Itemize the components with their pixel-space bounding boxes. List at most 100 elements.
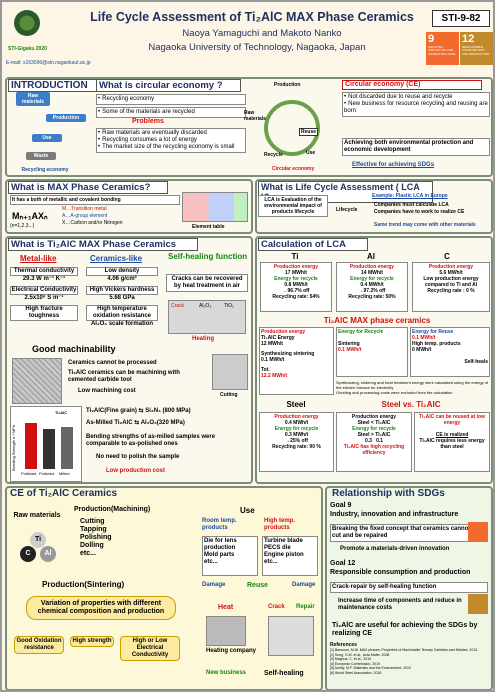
bend-chart: Bending Strength σ / MPa Ti₂AlC Polished…	[10, 406, 82, 482]
bend-cat-1: Polished	[39, 471, 55, 476]
max-bonding: It has a both of metallic and covalent b…	[10, 195, 180, 205]
micrograph	[12, 358, 62, 404]
cutting-image	[212, 354, 248, 390]
mach-items: Cutting Tapping Polishing Dolling etc...	[80, 518, 112, 557]
element-table-label: Element table	[192, 224, 225, 230]
mach-2: Ti₂AlC ceramics can be machining with ce…	[68, 370, 180, 383]
problems-list: Raw materials are eventually discarded R…	[96, 128, 246, 153]
vs-title: Steel vs. Ti₂AlC	[381, 400, 441, 409]
poster-id: STI-9-82	[432, 10, 490, 27]
new-business: New business	[206, 670, 247, 676]
problems-label: Problems	[132, 118, 164, 125]
mach-title: Good machinability	[32, 344, 116, 354]
fine-grain: Ti₂AlC(Fine grain) ⇆ Si₃N₄ (800 MPa)	[86, 408, 191, 414]
ti2alc-title: What is Ti₂AlC MAX Phase Ceramics	[8, 238, 198, 251]
lca-ex-2: Companies have to work to realize CE	[374, 209, 465, 215]
g9-2: Promote a materials-driven innovation	[340, 546, 450, 552]
sdg12-badge: 12 RESPONSIBLE CONSUMPTION AND PRODUCTIO…	[460, 32, 493, 65]
what-ce-title: What is circular economy ?	[96, 79, 241, 92]
page-title: Life Cycle Assessment of Ti₂AlC MAX Phas…	[90, 10, 414, 24]
heal-desc: Cracks can be recovered by heat treatmen…	[166, 274, 248, 292]
g12-2: Increase time of components and reduce i…	[338, 598, 462, 611]
self-heal-label: Self-healing	[264, 670, 304, 677]
ce-variation: Variation of properties with different c…	[26, 596, 176, 620]
ce-room: Room temp. products	[202, 518, 237, 531]
lca-ex-1: Companies must calculate LCA	[374, 202, 449, 208]
prop-2: High or Low Electrical Conductivity	[120, 636, 180, 661]
heating-co: Heating company	[206, 648, 257, 654]
goal12: Goal 12	[330, 560, 356, 567]
calc-notes: Synthesizing, sintering and heat treatme…	[336, 380, 489, 395]
element-table-graphic	[182, 192, 248, 222]
steel-title: Steel	[286, 400, 306, 409]
ce-sintering: Production(Sintering)	[42, 580, 125, 589]
ce-title: Circular economy (CE)	[342, 80, 482, 90]
recycling-diagram: Raw materials Production Use Waste Recyc…	[8, 92, 88, 176]
ce-high: High temp. products	[264, 518, 295, 531]
raw-circles: Ti C Al	[20, 532, 60, 564]
bend-cat-2: Milled	[59, 471, 70, 476]
bend-legend: Ti₂AlC	[55, 410, 68, 415]
ce-achieve: Achieving both environmental protection …	[342, 138, 490, 156]
calc-max-title: Ti₂AlC MAX phase ceramics	[323, 316, 431, 325]
calc-ti-card: Production energy 17 MWh/t Energy for re…	[260, 262, 332, 312]
sdg12-small	[468, 594, 488, 614]
metal-title: Metal-like	[20, 254, 57, 263]
authors: Naoya Yamaguchi and Makoto Nanko	[182, 28, 342, 39]
max-m: M…Transition metal	[62, 206, 107, 212]
ce-diagram: Production Raw materials Reuse Use Recyc…	[244, 80, 339, 175]
as-milled: As-Milled Ti₂AlC ⇆ Al₂O₃(320 MPa)	[86, 420, 185, 426]
sdgs-title: Relationship with SDGs	[332, 488, 445, 499]
lca-ex-3: Same trend may come with other materials	[374, 222, 476, 228]
crack-image	[268, 616, 314, 656]
max-a: A…A-group element	[62, 213, 108, 219]
cutting-label: Cutting	[220, 392, 238, 398]
bend-bar	[43, 429, 55, 469]
mach-3: Low machining cost	[78, 388, 136, 394]
mach-1: Ceramics cannot be processed	[68, 360, 157, 366]
bend-bars	[25, 423, 73, 469]
calc-title: Calculation of LCA	[258, 238, 368, 251]
bend-bar	[61, 427, 73, 469]
g9-1: Breaking the fixed concept that ceramics…	[330, 524, 488, 542]
reuse-label: Reuse	[247, 582, 269, 589]
calc-ti-name: Ti	[291, 252, 299, 261]
calc-recycle: Energy for Recycle Sintering 0.1 MWh/t	[336, 327, 408, 377]
calc-c-name: C	[444, 252, 450, 261]
refs-title: References	[330, 642, 357, 648]
calc-reuse: Energy for Reuse 0.1 MWh/t High temp. pr…	[410, 327, 490, 377]
calc-c-card: Production energy 5.6 MWh/t Low producti…	[412, 262, 490, 312]
damage-right: Damage	[292, 582, 316, 588]
heating-image	[206, 616, 246, 646]
bending: Bending strengths of as-milled samples w…	[86, 434, 216, 447]
heating-label: Heating	[192, 336, 215, 342]
repair-label: Repair	[296, 604, 315, 610]
ce-list: Not discarded due to reuse and recycle N…	[342, 92, 490, 117]
max-formula-n: (n=1,2,3...)	[10, 223, 35, 229]
lifecycle-label: Lifecycle	[336, 207, 358, 213]
ce-circle-arrows	[264, 100, 320, 156]
vs-right: Ti₂AlC can be reused at low energy CE is…	[414, 412, 490, 472]
ce-use: Use	[240, 506, 255, 515]
event-label: STI-Gigaku 2020	[8, 46, 47, 52]
prop-0: Good Oxidation resistance	[14, 636, 64, 654]
max-title: What is MAX Phase Ceramics?	[8, 181, 168, 194]
ce-effective: Effective for achieving SDGs	[352, 162, 435, 168]
bend-bar	[25, 423, 37, 469]
sdg9-small	[468, 522, 488, 542]
no-polish: No need to polish the sample	[96, 454, 180, 460]
ce-raw: Raw materials	[13, 512, 61, 519]
bend-ylabel: Bending Strength σ / MPa	[11, 424, 16, 471]
email: E-mail: s163096@stn.nagaokaut.ac.jp	[6, 60, 91, 66]
heal-title: Self-healing function	[168, 252, 248, 261]
lca-desc: LCA is Evaluation of the environmental i…	[258, 195, 328, 217]
logo	[14, 10, 40, 36]
goal9-desc: Industry, innovation and infrastructure	[330, 511, 459, 518]
ce-bullets: Recycling economy Some of the materials …	[96, 94, 246, 118]
high-items: Turbine blade PECS die Engine piston etc…	[262, 536, 318, 576]
ce-ti2alc-title: CE of Ti₂AlC Ceramics	[10, 488, 118, 499]
header: STI-Gigaku 2020 E-mail: s163096@stn.naga…	[2, 2, 493, 88]
heat-label: Heat	[218, 604, 234, 611]
ceramic-list: Low density 4.06 g/cm³ High Vickers hard…	[86, 267, 158, 328]
